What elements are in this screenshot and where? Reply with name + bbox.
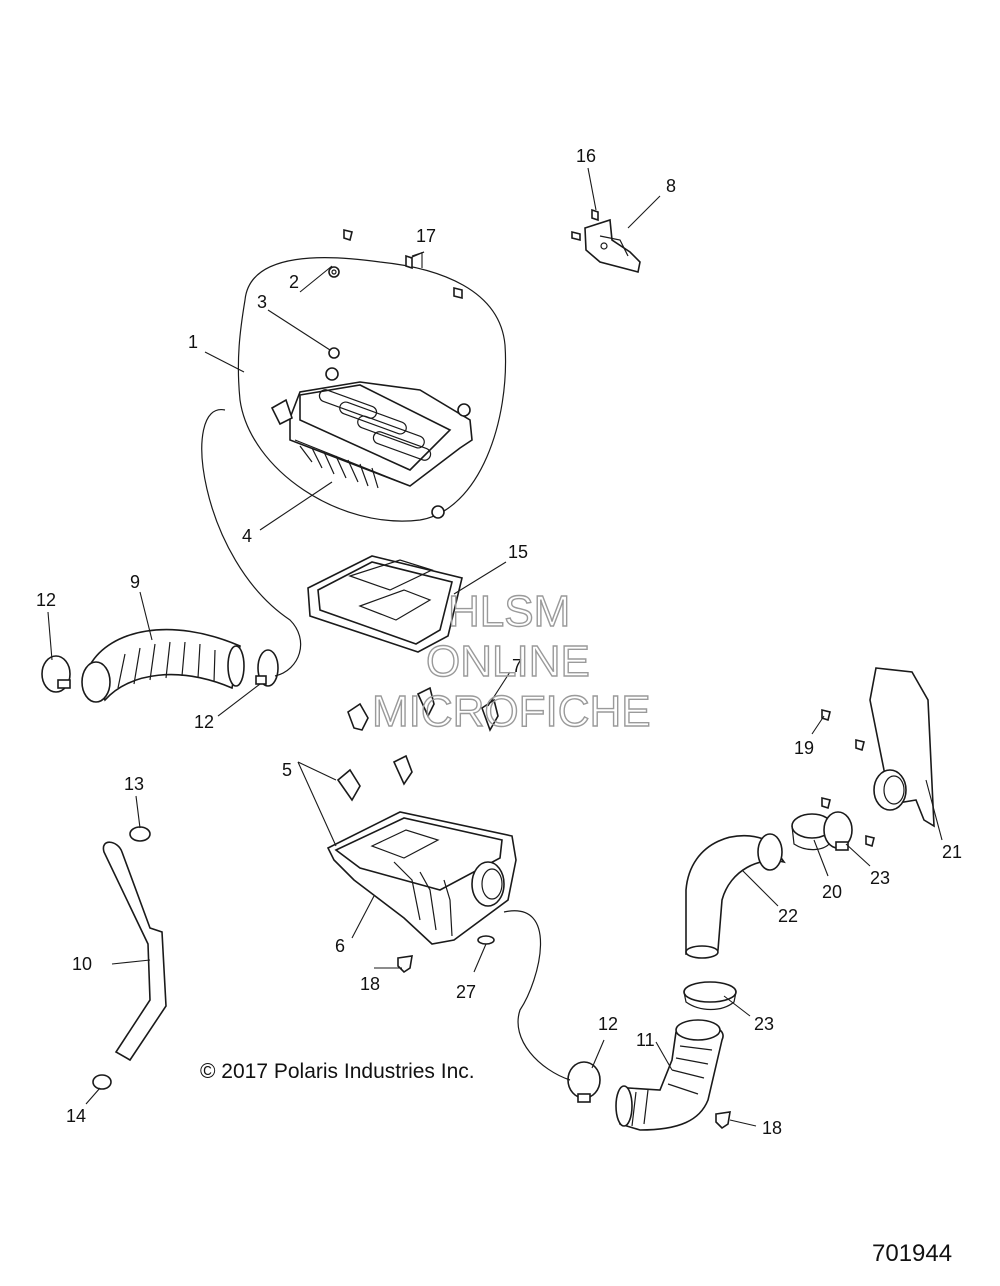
air-filter-part-15 — [307, 555, 463, 653]
assembly-outline-part-1 — [237, 257, 507, 522]
watermark-line-2: ONLINE — [426, 637, 590, 686]
callout-2: 2 — [289, 272, 299, 292]
callout-1: 1 — [188, 332, 198, 352]
callout-13: 13 — [124, 774, 144, 794]
callout-4: 4 — [242, 526, 252, 546]
clamp-part-13 — [129, 826, 151, 842]
leader-lines — [47, 167, 943, 1127]
airbox-cover-part-4 — [270, 347, 473, 519]
hose-clamp-part-12 — [41, 649, 279, 693]
inlet-duct-part-21 — [869, 667, 935, 828]
callout-23a: 23 — [870, 868, 890, 888]
elbow-hose-part-22 — [685, 833, 786, 959]
screw-part-17 — [343, 228, 463, 300]
callout-22: 22 — [778, 906, 798, 926]
callout-15: 15 — [508, 542, 528, 562]
callout-12a: 12 — [36, 590, 56, 610]
callout-14: 14 — [66, 1106, 86, 1126]
plug-part-18-lower — [715, 1111, 731, 1130]
callout-17: 17 — [416, 226, 436, 246]
callout-12b: 12 — [194, 712, 214, 732]
grommet-part-2 — [328, 266, 340, 278]
diagram-number: 701944 — [872, 1240, 953, 1267]
o-ring-part-27 — [477, 935, 495, 945]
callout-labels: 1 2 3 4 5 6 7 8 9 10 11 12 12 12 13 14 1… — [36, 146, 962, 1138]
callout-9: 9 — [130, 572, 140, 592]
hose-clamp-part-12-lower — [567, 1061, 601, 1103]
copyright-notice: © 2017 Polaris Industries Inc. — [200, 1060, 475, 1083]
bracket-part-8 — [584, 218, 641, 273]
callout-27: 27 — [456, 982, 476, 1002]
clamp-part-23-lower — [683, 981, 737, 1011]
callout-8: 8 — [666, 176, 676, 196]
outlet-link-outline — [503, 910, 571, 1081]
callout-20: 20 — [822, 882, 842, 902]
watermark-line-1: HLSM — [448, 587, 570, 636]
callout-19: 19 — [794, 738, 814, 758]
callout-7: 7 — [512, 656, 522, 676]
callout-3: 3 — [257, 292, 267, 312]
hose-link-outline — [201, 409, 302, 677]
watermark: HLSM ONLINE MICROFICHE — [371, 586, 651, 736]
bolt-part-16 — [571, 208, 599, 242]
callout-12c: 12 — [598, 1014, 618, 1034]
callout-18b: 18 — [762, 1118, 782, 1138]
callout-18a: 18 — [360, 974, 380, 994]
callout-5: 5 — [282, 760, 292, 780]
callout-6: 6 — [335, 936, 345, 956]
outlet-hose-part-11 — [615, 1019, 724, 1131]
airbox-base-part-6 — [326, 811, 517, 945]
screw-part-19 — [821, 708, 875, 848]
callout-21: 21 — [942, 842, 962, 862]
callout-23b: 23 — [754, 1014, 774, 1034]
callout-16: 16 — [576, 146, 596, 166]
plug-part-18-upper — [397, 955, 413, 974]
intake-hose-part-9 — [81, 628, 245, 703]
breather-tube-part-10 — [102, 841, 167, 1062]
clamp-part-14 — [92, 1074, 112, 1090]
clip-part-5 — [336, 686, 499, 802]
clamp-part-20 — [791, 813, 833, 851]
watermark-line-3: MICROFICHE — [372, 687, 651, 736]
callout-10: 10 — [72, 954, 92, 974]
callout-11: 11 — [636, 1030, 655, 1050]
